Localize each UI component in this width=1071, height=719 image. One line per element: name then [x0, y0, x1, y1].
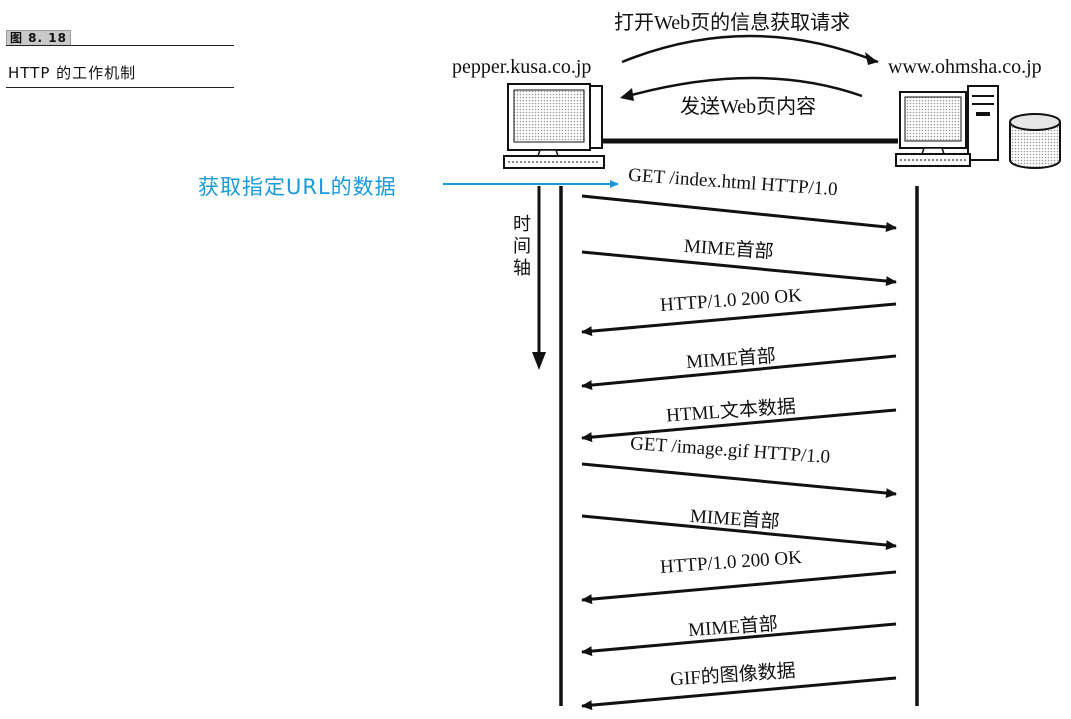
time-axis-arrowhead — [532, 352, 546, 370]
message-arrow-7 — [581, 514, 897, 551]
response-label: 发送Web页内容 — [680, 96, 817, 118]
database-icon — [1009, 113, 1061, 169]
message-arrow-8 — [581, 570, 897, 605]
client-computer-icon — [503, 83, 605, 169]
message-arrow-9 — [581, 622, 897, 657]
message-arrow-4 — [581, 354, 897, 391]
response-curve-arrow — [627, 76, 863, 98]
time-axis-label: 时间轴 — [513, 214, 531, 279]
message-arrow-10 — [581, 676, 897, 711]
caption-bottom-rule — [6, 87, 234, 88]
message-arrow-1 — [581, 194, 897, 232]
server-computer-icon — [895, 85, 999, 167]
request-label: 打开Web页的信息获取请求 — [614, 12, 851, 34]
server-host-label: www.ohmsha.co.jp — [888, 56, 1042, 78]
message-arrow-2 — [581, 250, 897, 287]
client-host-label: pepper.kusa.co.jp — [452, 56, 592, 78]
annotation-label: 获取指定URL的数据 — [198, 175, 397, 199]
caption-top-rule — [6, 45, 234, 46]
message-arrow-3 — [581, 302, 897, 337]
figure-number: 图 8. 18 — [6, 30, 71, 46]
figure-caption: HTTP 的工作机制 — [8, 64, 137, 82]
message-arrow-5 — [581, 408, 897, 443]
request-curve-arrow — [621, 34, 879, 64]
message-arrow-6 — [581, 462, 897, 499]
